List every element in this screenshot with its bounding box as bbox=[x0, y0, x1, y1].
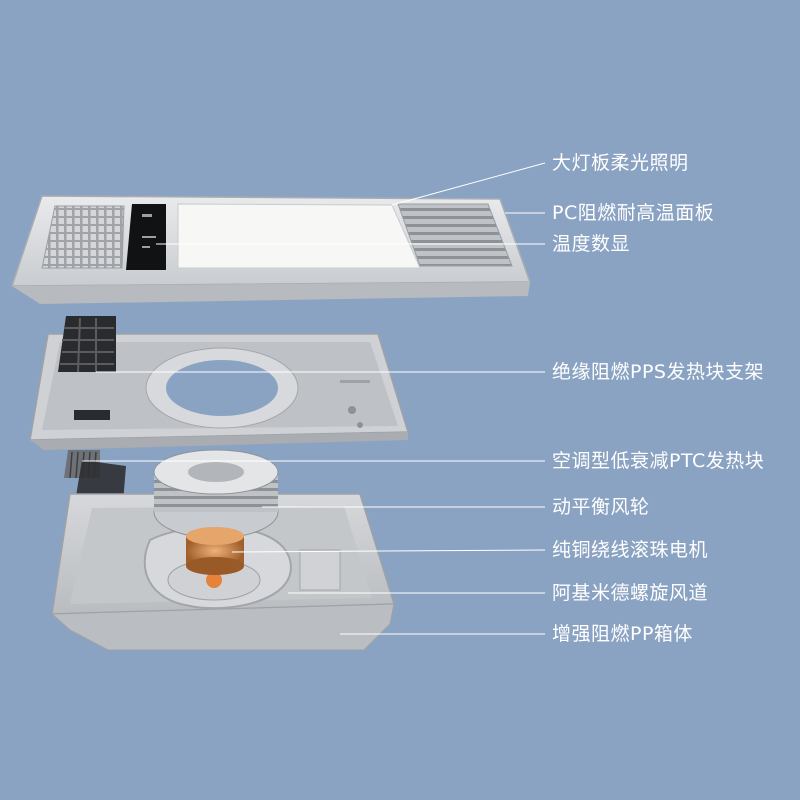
annotation-motor: 纯铜绕线滚珠电机 bbox=[552, 539, 709, 561]
heater-holder-icon bbox=[58, 316, 116, 420]
annotation-pc-panel: PC阻燃耐高温面板 bbox=[552, 202, 715, 224]
leader-lines bbox=[82, 162, 546, 635]
fan-wheel bbox=[153, 449, 279, 539]
annotation-ptc-heater: 空调型低衰减PTC发热块 bbox=[552, 450, 765, 472]
fan-opening bbox=[166, 360, 278, 416]
face-panel bbox=[10, 195, 532, 304]
annotation-light-panel: 大灯板柔光照明 bbox=[552, 152, 689, 174]
annotation-pps-bracket: 绝缘阻燃PPS发热块支架 bbox=[552, 361, 764, 383]
copper-motor-icon bbox=[186, 527, 244, 575]
light-panel bbox=[177, 203, 421, 269]
annotation-temperature-display: 温度数显 bbox=[552, 233, 631, 255]
annotation-housing: 增强阻燃PP箱体 bbox=[552, 623, 693, 645]
pps-bracket bbox=[29, 316, 410, 450]
right-grille bbox=[397, 203, 513, 267]
leader-line bbox=[231, 549, 546, 553]
left-grille bbox=[41, 205, 125, 269]
annotation-fan-wheel: 动平衡风轮 bbox=[552, 496, 650, 518]
annotation-spiral-duct: 阿基米德螺旋风道 bbox=[552, 582, 709, 604]
leader-line bbox=[391, 162, 546, 206]
